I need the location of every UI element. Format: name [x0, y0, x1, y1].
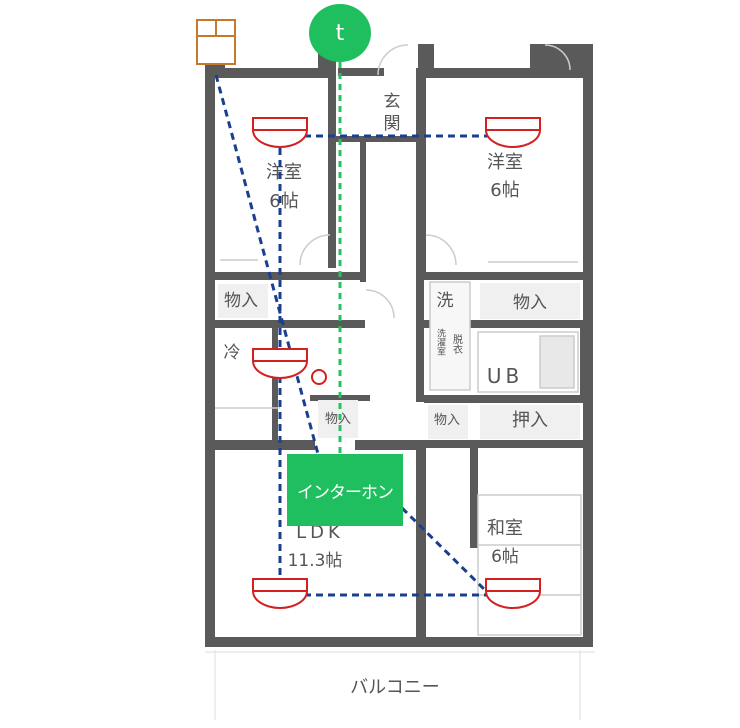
room-labels: 玄 関 洋室 6帖 洋室 6帖 物入 物入 洗 脱衣 洗濯室 冷 UB 物入 物…	[224, 92, 549, 698]
label-genkan-1: 玄	[384, 92, 401, 112]
label-japanese-room-size: 6帖	[491, 547, 519, 567]
intercom-label: インターホン	[297, 482, 394, 503]
interior-details	[215, 44, 582, 636]
label-storage-small-left: 物入	[325, 412, 351, 427]
distribution-panel-icon	[196, 19, 236, 65]
label-balcony: バルコニー	[350, 677, 440, 698]
t-marker: t	[309, 4, 371, 62]
sensor-western-right	[485, 117, 541, 148]
blue-wiring	[214, 74, 512, 597]
label-unit-bath: UB	[487, 364, 523, 388]
label-western-left: 洋室	[266, 162, 302, 183]
sensor-japanese-room	[485, 578, 541, 609]
label-genkan-2: 関	[384, 114, 401, 134]
t-marker-label: t	[335, 20, 345, 46]
label-ldk-size: 11.3帖	[288, 551, 343, 571]
sensor-ldk	[252, 578, 308, 609]
label-storage-left: 物入	[224, 291, 258, 311]
label-wash: 洗	[437, 291, 454, 311]
sensor-kitchen	[252, 348, 308, 379]
intercom-box: インターホン	[287, 454, 403, 526]
label-closet: 押入	[512, 410, 548, 431]
sensor-small-circle	[311, 369, 327, 385]
label-western-right: 洋室	[487, 152, 523, 173]
label-fridge: 冷	[224, 343, 241, 363]
balcony-outline	[205, 650, 595, 720]
label-storage-right: 物入	[513, 293, 547, 313]
label-japanese-room: 和室	[487, 518, 523, 539]
label-storage-small-right: 物入	[434, 413, 460, 428]
label-western-left-size: 6帖	[269, 191, 298, 212]
label-washing-machine: 洗濯室	[435, 327, 446, 355]
label-dressing: 脱衣	[451, 333, 463, 355]
sensor-western-left	[252, 117, 308, 148]
sensors	[252, 117, 541, 609]
label-western-right-size: 6帖	[490, 180, 519, 201]
label-ldk: LDK	[296, 522, 344, 543]
